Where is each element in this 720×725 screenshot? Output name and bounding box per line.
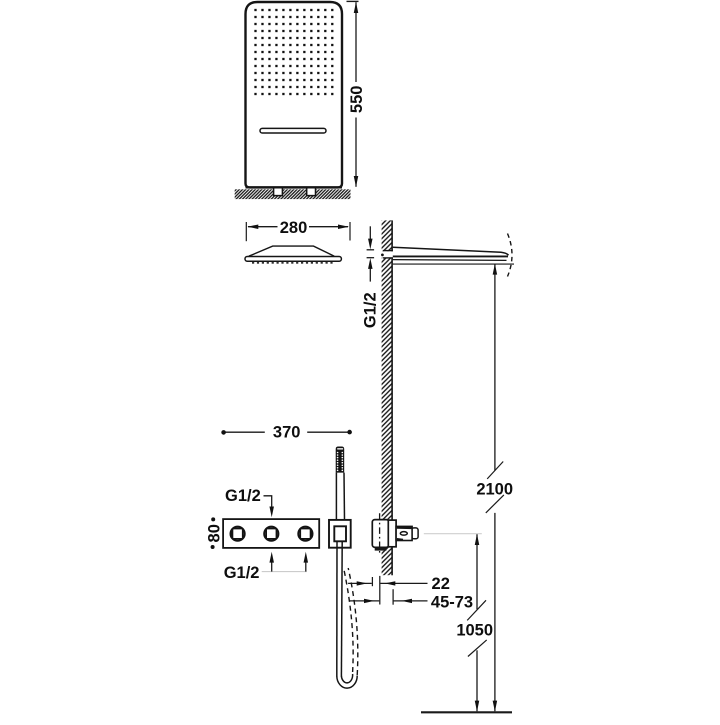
svg-text:550: 550 <box>348 86 366 114</box>
svg-text:370: 370 <box>273 423 301 441</box>
svg-text:G1/2: G1/2 <box>224 564 260 582</box>
svg-text:45-73: 45-73 <box>431 593 473 611</box>
svg-text:2100: 2100 <box>476 480 513 498</box>
svg-text:22: 22 <box>432 575 450 593</box>
svg-text:280: 280 <box>280 219 308 237</box>
svg-text:1050: 1050 <box>456 622 493 640</box>
svg-text:80: 80 <box>205 524 223 542</box>
svg-text:G1/2: G1/2 <box>362 292 380 328</box>
svg-text:G1/2: G1/2 <box>225 487 261 505</box>
